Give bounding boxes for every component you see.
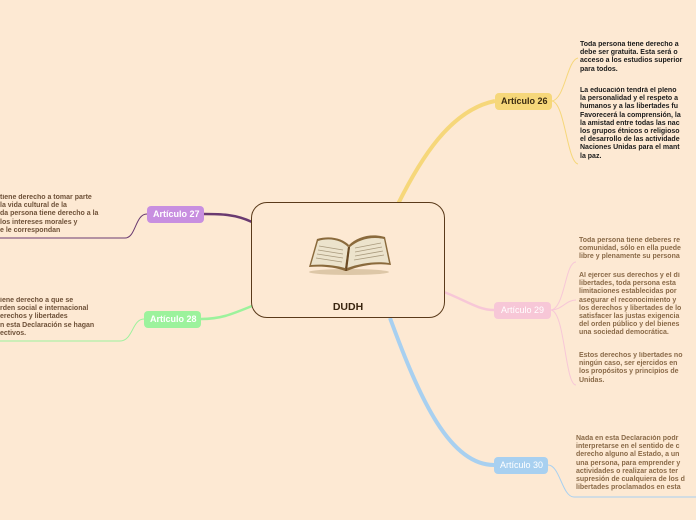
node-articulo-29[interactable]: Artículo 29	[494, 302, 551, 319]
node-articulo-28[interactable]: Artículo 28	[144, 311, 201, 328]
text-a29-paragraph-3[interactable]: Estos derechos y libertades no ningún ca…	[579, 352, 696, 385]
connector-a26	[398, 101, 495, 204]
text-a30[interactable]: Nada en esta Declaración podr interpreta…	[576, 435, 696, 492]
connector-a29-p1	[551, 262, 576, 310]
text-a26-paragraph-1[interactable]: Toda persona tiene derecho a debe ser gr…	[580, 41, 696, 74]
text-a28[interactable]: iene derecho a que se rden social e inte…	[0, 297, 120, 338]
text-a26-paragraph-2[interactable]: La educación tendrá el pleno la personal…	[580, 87, 696, 161]
connector-a28	[201, 306, 252, 319]
node-articulo-26[interactable]: Artículo 26	[495, 93, 552, 110]
connector-a29	[444, 292, 494, 310]
connector-a26-p2	[552, 101, 578, 164]
central-topic-title: DUDH	[252, 301, 444, 313]
connector-a30	[390, 318, 494, 465]
text-a27[interactable]: tiene derecho a tomar parte la vida cult…	[0, 194, 125, 235]
connector-a29-p3	[551, 310, 576, 385]
text-a29-paragraph-2[interactable]: Al ejercer sus derechos y el di libertad…	[579, 272, 696, 338]
connector-a27	[204, 214, 252, 222]
connector-a26-p1	[552, 58, 578, 101]
node-articulo-27[interactable]: Artículo 27	[147, 206, 204, 223]
text-a29-paragraph-1[interactable]: Toda persona tiene deberes re comunidad,…	[579, 237, 696, 262]
central-topic[interactable]: DUDH	[251, 202, 445, 318]
open-book-icon	[305, 231, 393, 277]
node-articulo-30[interactable]: Artículo 30	[494, 457, 548, 474]
